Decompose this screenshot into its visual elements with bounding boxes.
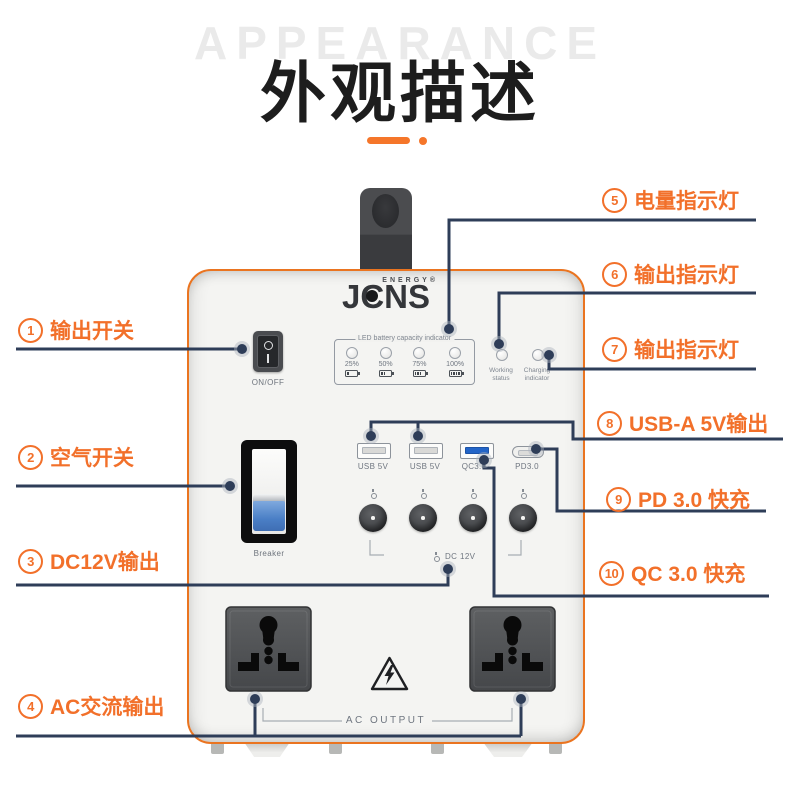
page-title: 外观描述 (260, 56, 540, 130)
led-level-25: 25% (345, 347, 361, 377)
on-off-switch (253, 331, 283, 372)
dc-plug-icon (369, 489, 377, 499)
led-battery-panel: LED battery capacity indicator 25% 50% 7… (334, 335, 475, 385)
qc-label: QC3.0 (461, 462, 487, 471)
breaker-switch (241, 440, 297, 543)
led-level-50: 50% (379, 347, 395, 377)
callout-qc3-fast-charge: 10 QC 3.0 快充 (599, 558, 745, 588)
dc12v-jack-3 (459, 504, 487, 532)
callout-battery-indicator: 5 电量指示灯 (602, 185, 739, 215)
callout-ac-output: 4 AC交流输出 (18, 691, 164, 721)
usb-a-port-1 (357, 443, 391, 459)
dc-plug-icon (469, 489, 477, 499)
breaker-lever (253, 501, 285, 531)
breaker-lever-cap (253, 494, 285, 504)
callout-output-switch: 1 输出开关 (18, 315, 134, 345)
foot-tab (549, 743, 562, 754)
battery-icon (379, 370, 395, 377)
socket-holes (238, 616, 299, 671)
brand-name: JCNS (341, 278, 431, 315)
callout-pd3-fast-charge: 9 PD 3.0 快充 (606, 484, 750, 514)
callout-dc12v-output: 3 DC12V输出 (18, 546, 160, 576)
ac-outlet-right (469, 606, 556, 692)
usb-a-port-2 (409, 443, 443, 459)
led-indicator-icon (449, 347, 462, 359)
background-word: APPEARANCE (193, 17, 607, 69)
breaker-face (252, 449, 286, 534)
led-level-75: 75% (412, 347, 428, 377)
working-status-led (496, 349, 508, 361)
led-level-100: 100% (446, 347, 464, 377)
dc-plug-icon (432, 552, 440, 562)
battery-icon (412, 370, 428, 377)
foot-tab (431, 743, 444, 754)
battery-icon (448, 370, 464, 377)
battery-icon (345, 370, 361, 377)
pd3-usb-c-port (512, 446, 544, 458)
usb-tongue (414, 446, 438, 454)
dc12v-jack-1 (359, 504, 387, 532)
divider-dash (367, 137, 410, 144)
usb-c-pin (518, 450, 538, 456)
foot-tab (211, 743, 224, 754)
dc12v-jack-4 (509, 504, 537, 532)
brand-sub: ENERGY® (382, 277, 439, 284)
divider-dot (419, 137, 427, 145)
off-symbol-icon (263, 341, 273, 350)
socket-holes (482, 616, 543, 671)
led-panel-title: LED battery capacity indicator (355, 335, 454, 342)
callout-output-indicator-1: 6 输出指示灯 (602, 259, 739, 289)
breaker-label: Breaker (253, 549, 285, 558)
led-indicator-icon (379, 347, 392, 359)
ac-outlet-left (225, 606, 312, 692)
dc12v-jack-2 (409, 504, 437, 532)
dc-plug-icon (519, 489, 527, 499)
qc3-port (460, 443, 494, 459)
on-symbol-icon (266, 354, 270, 363)
led-indicator-icon (345, 347, 358, 359)
power-station-front-panel: JCNS ENERGY® LED battery capacity indica… (187, 269, 585, 744)
pd-label: PD3.0 (515, 462, 539, 471)
qc-tongue (465, 446, 489, 454)
usb2-label: USB 5V (409, 462, 441, 471)
logo-dot (366, 290, 379, 302)
on-off-label: ON/OFF (251, 378, 285, 387)
handle-hole (372, 194, 399, 228)
carry-handle (360, 188, 412, 272)
foot-recess (244, 742, 290, 757)
ac-output-label: AC OUTPUT (345, 715, 427, 726)
usb1-label: USB 5V (357, 462, 389, 471)
brand-logo: JCNS ENERGY® (189, 277, 583, 315)
rocker (257, 335, 279, 368)
callout-output-indicator-2: 7 输出指示灯 (602, 334, 739, 364)
callout-air-breaker: 2 空气开关 (18, 442, 134, 472)
charging-indicator-led (532, 349, 544, 361)
dc-plug-icon (419, 489, 427, 499)
high-voltage-warning-icon (370, 656, 409, 691)
foot-recess (483, 742, 533, 757)
dc12v-label: DC 12V (445, 552, 476, 561)
usb-tongue (362, 446, 386, 454)
led-indicator-icon (413, 347, 426, 359)
foot-tab (329, 743, 342, 754)
callout-usb-a-output: 8 USB-A 5V输出 (597, 408, 768, 438)
